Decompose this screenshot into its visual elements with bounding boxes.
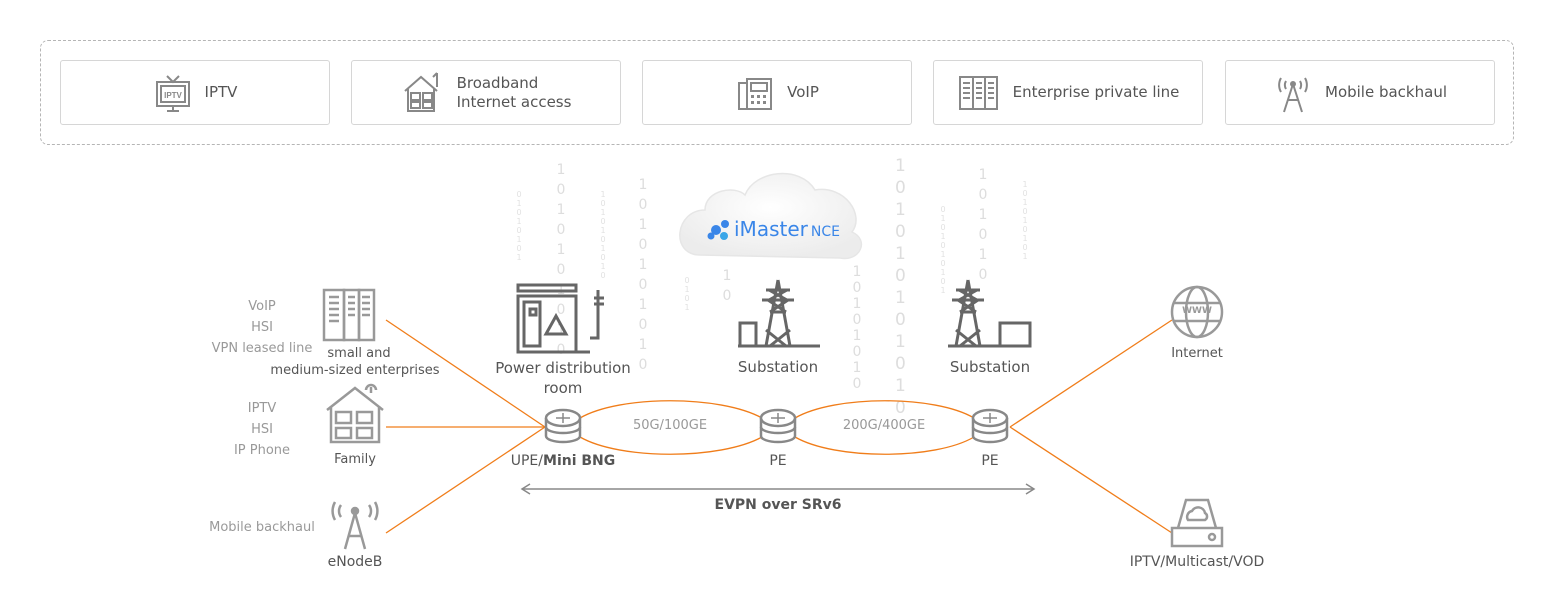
- antenna-tower-icon: [1278, 77, 1308, 112]
- service-text: Mobile backhaul: [209, 520, 315, 535]
- binary-decoration: 0101010101: [940, 205, 946, 295]
- service-text: HSI: [251, 320, 273, 335]
- family-home-icon: [326, 383, 384, 444]
- service-label: VoIP: [787, 83, 819, 101]
- service-text: IP Phone: [233, 443, 291, 458]
- service-card-mobile-backhaul: Mobile backhaul: [1225, 60, 1495, 125]
- substation-label: Substation: [949, 358, 1031, 376]
- service-text: VoIP: [248, 299, 276, 314]
- enterprise-building-icon: [958, 75, 998, 110]
- family-label: Family: [334, 452, 376, 467]
- binary-decoration: 0101: [684, 276, 690, 312]
- ring-2-bottom: [794, 436, 975, 455]
- www-text: WWW: [1182, 306, 1212, 316]
- iptv-server-icon: [1170, 498, 1224, 548]
- brand-suffix: NCE: [810, 224, 840, 240]
- upe-router-icon: [544, 408, 582, 444]
- enodeb-label: eNodeB: [327, 554, 383, 570]
- services-frame: [40, 40, 1514, 145]
- evpn-arrow: [520, 483, 1036, 495]
- binary-decoration: 01010101: [516, 190, 522, 262]
- imaster-logo-icon: [707, 220, 729, 240]
- link-enodeb: [385, 426, 546, 534]
- service-text: IPTV: [247, 401, 277, 416]
- brand-main: iMaster: [734, 217, 808, 241]
- link-speed-label: 200G/400GE: [842, 418, 926, 433]
- binary-decoration: 1010101010: [600, 190, 606, 280]
- iptv-multicast-label: IPTV/Multicast/VOD: [1129, 554, 1265, 570]
- link-internet: [1009, 319, 1173, 428]
- binary-decoration: 10: [722, 268, 732, 304]
- service-label: Mobile backhaul: [1325, 83, 1447, 101]
- enterprise-label: small and: [327, 346, 391, 361]
- link-iptv: [1009, 426, 1173, 534]
- enodeb-tower-icon: [331, 501, 379, 550]
- substation-label: Substation: [737, 358, 819, 376]
- ring-1-top: [579, 400, 763, 419]
- evpn-label: EVPN over SRv6: [714, 497, 842, 513]
- ring-2-top: [794, 400, 975, 419]
- link-speed-label: 50G/100GE: [632, 418, 708, 433]
- service-card-voip: VoIP: [642, 60, 912, 125]
- substation-icon-2: [948, 279, 1032, 348]
- ring-1-bottom: [579, 436, 763, 455]
- phone-icon: [738, 77, 773, 110]
- service-card-broadband: Broadband Internet access: [351, 60, 621, 125]
- tv-icon: IPTV: [155, 74, 190, 112]
- enterprise-label: medium-sized enterprises: [270, 363, 440, 378]
- service-label: Broadband Internet access: [456, 73, 572, 111]
- enterprise-building-icon: [322, 288, 376, 342]
- service-card-iptv: IPTV IPTV: [60, 60, 330, 125]
- power-room-label: Power distribution room: [495, 359, 631, 397]
- internet-label: Internet: [1171, 346, 1223, 361]
- binary-decoration: 101010101010: [895, 156, 906, 418]
- pe-label: PE: [981, 453, 999, 469]
- upe-prefix: UPE/: [510, 453, 544, 469]
- binary-decoration: 101010: [978, 167, 988, 283]
- home-icon: [403, 71, 438, 112]
- binary-decoration: 1010101010: [638, 177, 648, 373]
- pe-router-icon: [971, 408, 1009, 444]
- service-card-enterprise: Enterprise private line: [933, 60, 1203, 125]
- service-text: VPN leased line: [211, 341, 313, 356]
- service-text: HSI: [251, 422, 273, 437]
- pe-label: PE: [769, 453, 787, 469]
- service-label: IPTV: [204, 83, 238, 101]
- upe-label: UPE/Mini BNG: [511, 453, 616, 469]
- service-label: Enterprise private line: [1012, 83, 1180, 101]
- binary-decoration: 10101010: [852, 264, 862, 392]
- power-distribution-room-icon: [516, 283, 604, 354]
- cloud-icon: [679, 172, 863, 260]
- link-enterprise: [385, 319, 546, 428]
- substation-icon-1: [738, 279, 820, 348]
- upe-bold: Mini BNG: [543, 453, 616, 469]
- binary-decoration: 101010101: [1022, 180, 1028, 261]
- svg-text:IPTV: IPTV: [164, 91, 182, 100]
- links: [385, 319, 1173, 534]
- internet-globe-icon: [1170, 285, 1224, 339]
- pe-router-icon: [759, 408, 797, 444]
